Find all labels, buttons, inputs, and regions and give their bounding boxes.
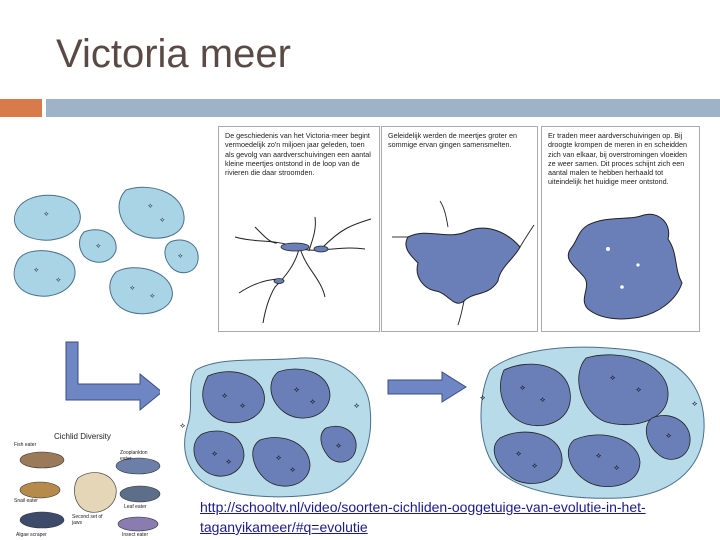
label-zooplankton-eater: Zooplankton eater <box>120 450 160 462</box>
svg-text:⟡: ⟡ <box>222 391 228 400</box>
svg-text:⟡: ⟡ <box>336 441 342 450</box>
svg-text:⟡: ⟡ <box>614 463 620 472</box>
svg-text:⟡: ⟡ <box>150 292 155 300</box>
svg-text:⟡: ⟡ <box>532 461 538 470</box>
svg-text:⟡: ⟡ <box>212 449 218 458</box>
svg-text:⟡: ⟡ <box>516 449 522 458</box>
present-lake-illustration <box>548 209 694 329</box>
label-algae-scraper: Algae scraper <box>16 532 47 538</box>
svg-text:⟡: ⟡ <box>276 453 282 462</box>
svg-text:⟡: ⟡ <box>226 457 232 466</box>
label-second-set-of-jaws: Second set of jaws <box>72 514 106 526</box>
merging-lakes-illustration <box>388 197 534 327</box>
small-lakes-illustration: ⟡ ⟡ ⟡ ⟡ ⟡ ⟡ ⟡ ⟡ ⟡ <box>0 180 205 325</box>
svg-text:⟡: ⟡ <box>130 284 135 292</box>
svg-text:⟡: ⟡ <box>56 276 61 284</box>
svg-text:⟡: ⟡ <box>520 383 526 392</box>
panel-merging-lakes: Geleidelijk werden de meertjes groter en… <box>381 126 538 332</box>
svg-text:⟡: ⟡ <box>96 242 101 250</box>
panel-text-1: De geschiedenis van het Victoria-meer be… <box>225 131 373 177</box>
svg-text:⟡: ⟡ <box>180 421 186 430</box>
panel-small-lakes: De geschiedenis van het Victoria-meer be… <box>218 126 380 332</box>
right-arrow-icon <box>386 370 470 404</box>
accent-bar-blue <box>46 99 720 117</box>
svg-text:⟡: ⟡ <box>540 395 546 404</box>
svg-text:⟡: ⟡ <box>636 385 642 394</box>
label-insect-eater: Insect eater <box>122 532 148 538</box>
panel-present-lake: Er traden meer aardverschuivingen op. Bi… <box>541 126 700 332</box>
rivers-illustration <box>225 207 375 327</box>
accent-bar-orange <box>0 99 42 117</box>
svg-text:⟡: ⟡ <box>354 401 360 410</box>
label-leaf-eater: Leaf eater <box>124 504 147 510</box>
svg-text:⟡: ⟡ <box>294 385 300 394</box>
merged-lake-with-cichlids-illustration: ⟡ ⟡ ⟡ ⟡ ⟡ ⟡ ⟡ ⟡ ⟡ ⟡ ⟡ <box>470 340 710 500</box>
svg-text:⟡: ⟡ <box>692 399 698 408</box>
slide-title: Victoria meer <box>56 32 291 77</box>
svg-text:⟡: ⟡ <box>610 373 616 382</box>
cichlid-diversity-figure: Fish eater Zooplankton eater Snail eater… <box>8 442 168 540</box>
svg-text:⟡: ⟡ <box>596 451 602 460</box>
svg-text:⟡: ⟡ <box>178 252 183 260</box>
svg-text:⟡: ⟡ <box>34 266 39 274</box>
svg-text:⟡: ⟡ <box>310 397 316 406</box>
svg-text:⟡: ⟡ <box>148 202 153 210</box>
cichlid-title: Cichlid Diversity <box>54 432 111 441</box>
label-snail-eater: Snail eater <box>14 498 38 504</box>
svg-text:⟡: ⟡ <box>480 393 486 402</box>
schooltv-video-link[interactable]: http://schooltv.nl/video/soorten-cichlid… <box>200 497 670 537</box>
svg-text:⟡: ⟡ <box>160 216 165 224</box>
svg-text:⟡: ⟡ <box>290 465 296 474</box>
svg-text:⟡: ⟡ <box>240 401 246 410</box>
panel-text-2: Geleidelijk werden de meertjes groter en… <box>388 131 531 150</box>
lakes-with-cichlids-illustration: ⟡ ⟡ ⟡ ⟡ ⟡ ⟡ ⟡ ⟡ ⟡ ⟡ ⟡ <box>160 348 382 500</box>
label-fish-eater: Fish eater <box>14 442 36 448</box>
svg-text:⟡: ⟡ <box>666 431 672 440</box>
l-arrow-icon <box>60 340 170 410</box>
svg-text:⟡: ⟡ <box>44 210 49 218</box>
panel-text-3: Er traden meer aardverschuivingen op. Bi… <box>548 131 693 187</box>
